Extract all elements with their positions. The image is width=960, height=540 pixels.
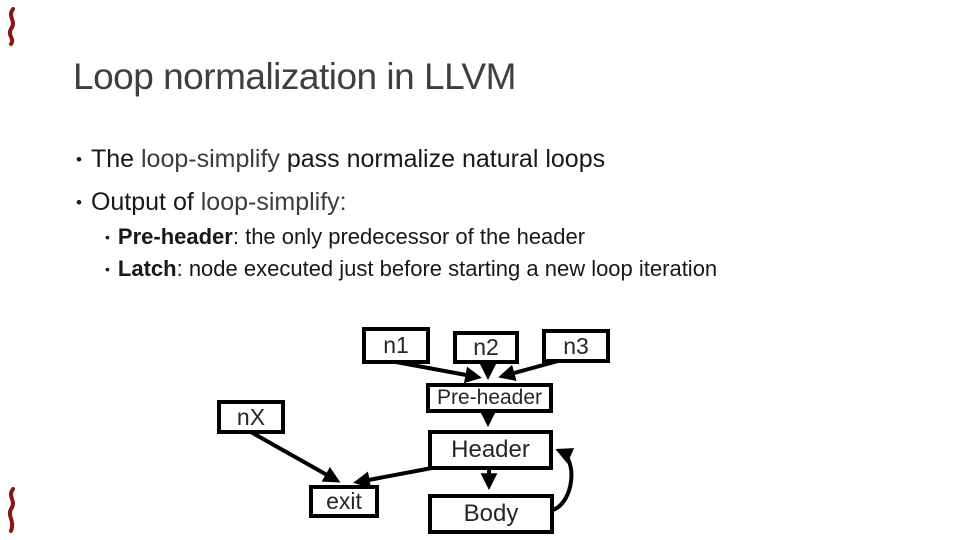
diagram-node-exit: exit xyxy=(309,485,379,518)
term-preheader: Pre-header xyxy=(117,224,233,249)
diagram-node-n3: n3 xyxy=(542,329,610,363)
bullet-marker: • xyxy=(76,150,82,169)
red-flourish-top-left-icon xyxy=(7,7,15,46)
term-latch: Latch xyxy=(117,256,177,281)
diagram-node-n2: n2 xyxy=(453,331,519,364)
bullet-marker: • xyxy=(76,193,82,212)
red-flourish-bottom-left-icon xyxy=(7,487,15,533)
bullet-item-2: • Output of loop-simplify: xyxy=(76,186,605,219)
diagram-node-preheader: Pre-header xyxy=(426,383,553,413)
text-run: pass normalize natural loops xyxy=(279,145,606,173)
text-run: : node executed just before starting a n… xyxy=(176,256,718,281)
bullet-marker: • xyxy=(105,229,110,245)
bullet-marker: • xyxy=(105,261,110,277)
diagram-node-nx: nX xyxy=(217,400,285,434)
bullet-list-level2: • Pre-header: the only predecessor of the… xyxy=(105,221,717,285)
diagram-node-header: Header xyxy=(428,430,553,470)
text-run: Output of xyxy=(90,188,201,216)
text-run: The xyxy=(90,145,141,173)
slide-title: Loop normalization in LLVM xyxy=(73,56,516,97)
sub-bullet-item-1: • Pre-header: the only predecessor of the… xyxy=(105,221,717,253)
arrow-header-to-exit xyxy=(353,466,433,489)
arrow-n1-to-preheader xyxy=(395,360,482,384)
arrow-nx-to-exit xyxy=(248,429,341,483)
bullet-list-level1: • The loop-simplify pass normalize natura… xyxy=(76,143,605,229)
arrow-body-to-header-backedge xyxy=(552,448,575,512)
arrow-n3-to-preheader xyxy=(498,359,559,382)
sub-bullet-item-2: • Latch: node executed just before starti… xyxy=(105,253,717,285)
text-run-code: loop-simplify xyxy=(140,145,280,173)
text-run: : the only predecessor of the header xyxy=(232,224,586,249)
diagram-node-n1: n1 xyxy=(362,327,430,364)
diagram-node-body: Body xyxy=(428,494,554,534)
text-run-code: loop-simplify: xyxy=(200,188,347,216)
bullet-item-1: • The loop-simplify pass normalize natura… xyxy=(76,143,605,176)
